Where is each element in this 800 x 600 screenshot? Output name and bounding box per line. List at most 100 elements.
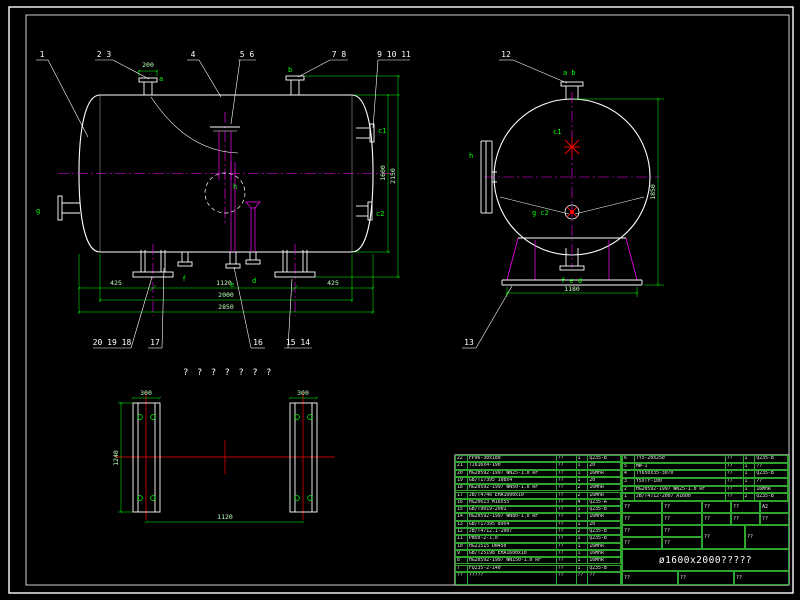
bom-cell: ?? [726,486,744,493]
title-block-cell: ?? [622,571,678,585]
label-g: g [36,207,40,215]
bom-cell: 16MnR [755,486,788,493]
bom-cell: ?? [557,536,577,542]
saddle-support-left [132,250,174,278]
end-nozzle-ab [560,81,584,99]
balloon-callouts-top: 1 2 3 4 5 6 7 8 9 10 11 12 [36,50,568,138]
title-block-cell: ?? [745,525,789,549]
bom-cell: 20 [456,470,468,476]
bom-cell: JB/T4746 EHA1600x10 [468,492,557,498]
bom-cell: HG20613 M16x55 [468,499,557,506]
balloon-20-19-18: 20 19 18 [93,338,132,347]
sheet-size-cell: A2 [760,501,789,513]
bom-cell: ?? [588,572,621,584]
bom-cell: ?? [557,514,577,520]
label-b: b [288,66,292,74]
bom-cell: 11 [456,536,468,542]
bom-cell: 2 [744,494,756,500]
bom-cell: 16MnR [588,558,621,564]
balloon-12: 12 [501,50,511,59]
bom-cell: TY650x35-3070 [635,471,726,477]
label-c1: c1 [378,127,386,135]
bom-cell: ?? [557,499,577,506]
title-block-cell: ?? [662,501,702,513]
balloon-15-14: 15 14 [286,338,310,347]
label-ab: a b [563,69,576,77]
balloon-5-6: 5 6 [240,50,255,59]
front-nozzle-labels: a b c1 c2 g h f e d [36,66,386,289]
title-block-cell: ?? [702,513,731,525]
bom-cell: 2 [577,492,589,498]
label-e: e [230,281,234,289]
title-block-cell: ?? [622,525,662,537]
bom-cell: 1 [744,463,756,470]
bom-cell: 10 [456,543,468,549]
bom-cell: 12 [456,529,468,535]
bom-cell: ?? [557,521,577,527]
bom-cell: FQ235-2-140 [468,565,557,571]
end-nozzle-c1-mark [564,137,580,157]
bom-cell: 8 [456,558,468,564]
title-block-cell: ?? [731,513,760,525]
bom-cell: ?? [557,507,577,513]
drawing-title: ø1600x2000????? [622,549,789,571]
saddle-plan-view [115,393,335,524]
bom-cell: 16MnR [588,514,621,520]
bom-cell: ?? [557,565,577,571]
bom-cell: 1 [577,456,589,462]
bom-cell: 20 [588,463,621,469]
bom-cell: 1 [577,463,589,469]
bom-cell: 1 [744,479,756,485]
sheet-frame [8,6,794,594]
bom-cell: ?? [557,463,577,469]
title-block-cell: ?? [622,537,662,549]
bom-cell: 16MnR [588,543,621,549]
bom-cell: JB/T4712-2007 A1600 [635,494,726,500]
bom-cell: 9 [456,550,468,557]
bom-cell: 2 [577,485,589,491]
bom-cell: 1 [623,494,635,500]
bom-cell: HG20592-1997 WN25-1.0 RF [635,486,726,493]
label-h-side: h [469,152,473,160]
bom-cell: ?? [557,477,577,484]
bom-cell: Q235-B [588,507,621,513]
bom-cell: Q235-B [755,456,788,462]
title-block-cell: ?? [702,501,731,513]
bom-cell: 1 [577,477,589,484]
bom-cell: ?? [726,494,744,500]
bom-header-row: ????????????? [455,571,622,585]
title-block-cell: ?? [662,513,702,525]
dim-overall-height: 2150 [389,168,397,184]
bom-cell: 1 [577,514,589,520]
internal-pipes [230,162,261,252]
bom-cell: 15 [456,507,468,513]
bom-cell: ?? [755,479,788,485]
bom-cell: 1 [577,565,589,571]
bom-cell: Q235-B [588,529,621,535]
bom-cell: 1 [577,558,589,564]
bom-cell: ????? [468,572,557,584]
end-view-dimensions [505,97,664,297]
bom-cell: 20 [588,477,621,484]
bom-cell: Q235-B [755,471,788,477]
title-block-cell: ?? [734,571,789,585]
bom-cell: 19 [456,477,468,484]
title-block-cell: ?? [760,513,789,525]
dim-plate-width-left: 300 [140,389,152,397]
bom-cell: ?? [726,471,744,477]
bom-cell: 7 [456,565,468,571]
balloon-2-3: 2 3 [97,50,112,59]
title-block-cell: ?? [702,525,745,549]
end-manhole-h [480,140,497,214]
dim-overall-length: 2850 [218,303,234,311]
